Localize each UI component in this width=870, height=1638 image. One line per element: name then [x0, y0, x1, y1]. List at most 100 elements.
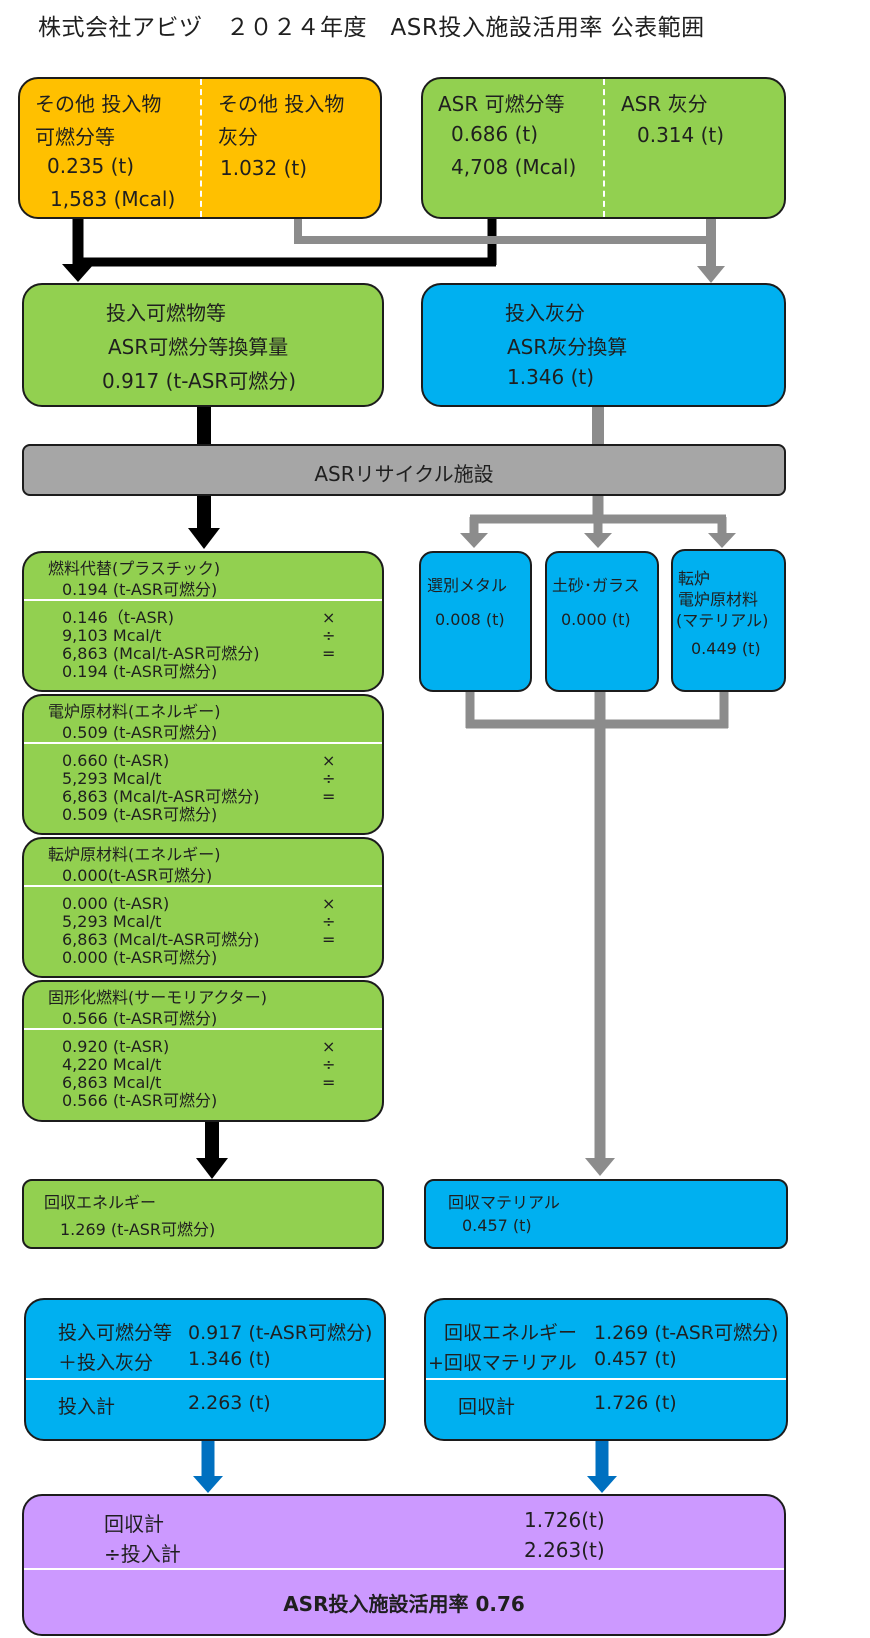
- input-ash-box: 投入灰分 ASR灰分換算 1.346 (t): [421, 283, 786, 407]
- other-combustible-label: その他 投入物: [35, 92, 162, 116]
- recovered-material-box: 回収マテリアル 0.457 (t): [424, 1179, 788, 1249]
- energy-to-recovered-arrow: [196, 1122, 228, 1179]
- recovery-total-label: 回収計: [458, 1396, 516, 1418]
- operator-symbol: ÷: [322, 1055, 336, 1074]
- input-ash-value: 1.346 (t): [507, 365, 595, 389]
- operator-symbol: ×: [322, 1037, 336, 1056]
- operator-symbol: ÷: [322, 769, 336, 788]
- calc-line: 0.920 (t-ASR): [62, 1037, 170, 1056]
- input-combustible-value: 0.917 (t-ASR可燃分): [102, 369, 297, 393]
- recycling-facility-bar: ASRリサイクル施設: [22, 444, 786, 496]
- other-combustible-mass: 0.235 (t): [47, 154, 135, 178]
- asr-ash-label: ASR 灰分: [621, 92, 708, 116]
- other-inputs-box: その他 投入物 可燃分等 0.235 (t) 1,583 (Mcal) その他 …: [18, 77, 382, 219]
- page-title: 株式会社アビヅ ２０２４年度 ASR投入施設活用率 公表範囲: [38, 15, 705, 41]
- calc-line: 4,220 Mcal/t: [62, 1055, 162, 1074]
- recovered-energy-box: 回収エネルギー 1.269 (t-ASR可燃分): [22, 1179, 384, 1249]
- recovery-total-to-result-arrow: [587, 1441, 617, 1493]
- energy-use-name: 燃料代替(プラスチック): [48, 559, 221, 578]
- recycling-facility-label: ASRリサイクル施設: [314, 462, 494, 486]
- other-combustible-sublabel: 可燃分等: [35, 125, 115, 149]
- input-ash-label: 投入灰分: [505, 301, 585, 325]
- operator-symbol: =: [322, 644, 336, 663]
- input-total-row1-value: 0.917 (t-ASR可燃分): [188, 1322, 373, 1344]
- material-use-name: 土砂･ガラス: [552, 576, 640, 595]
- utilization-rate-box: 回収計 1.726(t) ÷投入計 2.263(t) ASR投入施設活用率 0.…: [22, 1494, 786, 1636]
- material-use-name: (マテリアル): [676, 611, 769, 630]
- input-combustible-box: 投入可燃物等 ASR可燃分等換算量 0.917 (t-ASR可燃分): [22, 283, 384, 407]
- energy-use-result: 0.194 (t-ASR可燃分): [62, 580, 218, 599]
- operator-symbol: ×: [322, 894, 336, 913]
- input-combustible-sublabel: ASR可燃分等換算量: [108, 335, 289, 359]
- energy-use-box: 燃料代替(プラスチック) 0.194 (t-ASR可燃分) 0.146（t-AS…: [22, 551, 384, 692]
- operator-symbol: ÷: [322, 912, 336, 931]
- operator-symbol: =: [322, 1073, 336, 1092]
- recovered-energy-value: 1.269 (t-ASR可燃分): [60, 1220, 216, 1239]
- material-use-name: 選別メタル: [427, 576, 508, 595]
- input-total-value: 2.263 (t): [188, 1392, 271, 1414]
- energy-use-result: 0.509 (t-ASR可燃分): [62, 723, 218, 742]
- ash-flow-arrow: [294, 216, 725, 283]
- asr-ash-mass: 0.314 (t): [637, 123, 725, 147]
- operator-symbol: ÷: [322, 626, 336, 645]
- other-ash-mass: 1.032 (t): [220, 156, 308, 180]
- calc-line: 6,863 (Mcal/t-ASR可燃分): [62, 930, 260, 949]
- input-total-row1-label: 投入可燃分等: [58, 1322, 173, 1344]
- input-total-box: 投入可燃分等 0.917 (t-ASR可燃分) ＋投入灰分 1.346 (t) …: [24, 1298, 386, 1441]
- calc-line: 6,863 (Mcal/t-ASR可燃分): [62, 644, 260, 663]
- energy-use-result: 0.000(t-ASR可燃分): [62, 866, 213, 885]
- result-row1-value: 1.726(t): [524, 1508, 605, 1532]
- material-use-box: 土砂･ガラス 0.000 (t): [545, 551, 659, 692]
- asr-combustible-energy: 4,708 (Mcal): [451, 155, 577, 179]
- other-combustible-energy: 1,583 (Mcal): [50, 187, 176, 211]
- recovered-material-label: 回収マテリアル: [448, 1193, 560, 1212]
- other-ash-sublabel: 灰分: [218, 125, 258, 149]
- calc-line: 0.660 (t-ASR): [62, 751, 170, 770]
- material-use-name: 転炉: [678, 569, 711, 588]
- combustible-flow-arrow: [62, 216, 497, 282]
- calc-line: 9,103 Mcal/t: [62, 626, 162, 645]
- operator-symbol: ×: [322, 608, 336, 627]
- operator-symbol: ×: [322, 751, 336, 770]
- energy-use-result: 0.566 (t-ASR可燃分): [62, 1009, 218, 1028]
- energy-use-box: 電炉原材料(エネルギー) 0.509 (t-ASR可燃分) 0.660 (t-A…: [22, 694, 384, 835]
- facility-to-material-arrow: [460, 494, 736, 548]
- recovery-total-row2-value: 0.457 (t): [594, 1348, 677, 1370]
- calc-line: 0.000 (t-ASR可燃分): [62, 948, 218, 967]
- calc-line: 0.509 (t-ASR可燃分): [62, 805, 218, 824]
- result-row2-value: 2.263(t): [524, 1538, 605, 1562]
- recovered-energy-label: 回収エネルギー: [44, 1193, 157, 1212]
- facility-to-energy-arrow: [188, 494, 220, 549]
- recovery-total-box: 回収エネルギー 1.269 (t-ASR可燃分) +回収マテリアル 0.457 …: [424, 1298, 788, 1441]
- recovery-total-row1-value: 1.269 (t-ASR可燃分): [594, 1322, 779, 1344]
- calc-line: 0.194 (t-ASR可燃分): [62, 662, 218, 681]
- energy-use-name: 電炉原材料(エネルギー): [48, 702, 221, 721]
- calc-line: 0.146（t-ASR): [62, 608, 174, 627]
- input-total-row2-value: 1.346 (t): [188, 1348, 271, 1370]
- asr-combustible-label: ASR 可燃分等: [438, 92, 565, 116]
- input-total-to-result-arrow: [193, 1441, 223, 1493]
- calc-line: 6,863 (Mcal/t-ASR可燃分): [62, 787, 260, 806]
- material-to-recovered-arrow: [465, 692, 729, 1176]
- material-use-value: 0.008 (t): [435, 610, 505, 629]
- input-total-row2-label: ＋投入灰分: [58, 1352, 154, 1374]
- recovery-total-value: 1.726 (t): [594, 1392, 677, 1414]
- energy-use-box: 転炉原材料(エネルギー) 0.000(t-ASR可燃分) 0.000 (t-AS…: [22, 837, 384, 978]
- calc-line: 6,863 Mcal/t: [62, 1073, 162, 1092]
- calc-line: 0.000 (t-ASR): [62, 894, 170, 913]
- operator-symbol: =: [322, 930, 336, 949]
- input-ash-sublabel: ASR灰分換算: [507, 335, 628, 359]
- input-total-label: 投入計: [58, 1396, 116, 1418]
- calc-line: 5,293 Mcal/t: [62, 912, 162, 931]
- recovery-total-row2-label: +回収マテリアル: [428, 1352, 577, 1374]
- result-row2-label: ÷投入計: [104, 1542, 181, 1566]
- utilization-rate-value: ASR投入施設活用率 0.76: [283, 1592, 525, 1616]
- other-ash-label: その他 投入物: [218, 92, 345, 116]
- recovery-total-row1-label: 回収エネルギー: [444, 1322, 578, 1344]
- operator-symbol: =: [322, 787, 336, 806]
- recovered-material-value: 0.457 (t): [462, 1216, 532, 1235]
- material-use-value: 0.449 (t): [691, 639, 761, 658]
- energy-use-name: 転炉原材料(エネルギー): [48, 845, 221, 864]
- input-combustible-label: 投入可燃物等: [106, 301, 226, 325]
